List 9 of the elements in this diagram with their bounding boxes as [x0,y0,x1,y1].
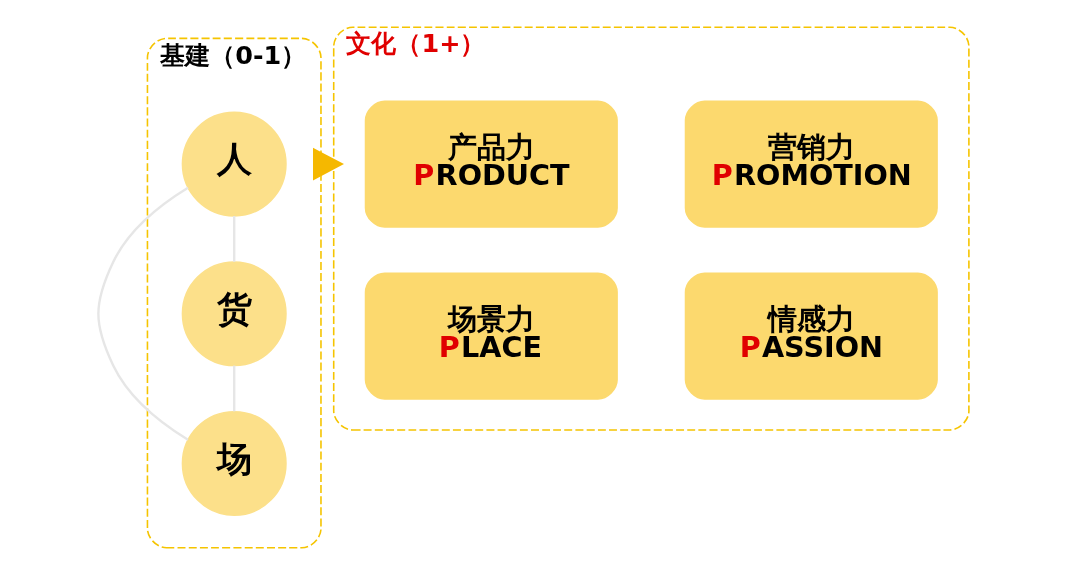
node-box: 营销力 PROMOTION [684,100,938,228]
node-circle: 场 [181,410,287,516]
arrow [313,147,344,181]
node-box: 产品力 PRODUCT [364,100,618,228]
node-circle: 货 [181,261,287,367]
node-box: 情感力 PASSION [684,272,938,400]
node-box: 场景力 PLACE [364,272,618,400]
node-circle: 人 [181,111,287,217]
connector [97,186,189,441]
